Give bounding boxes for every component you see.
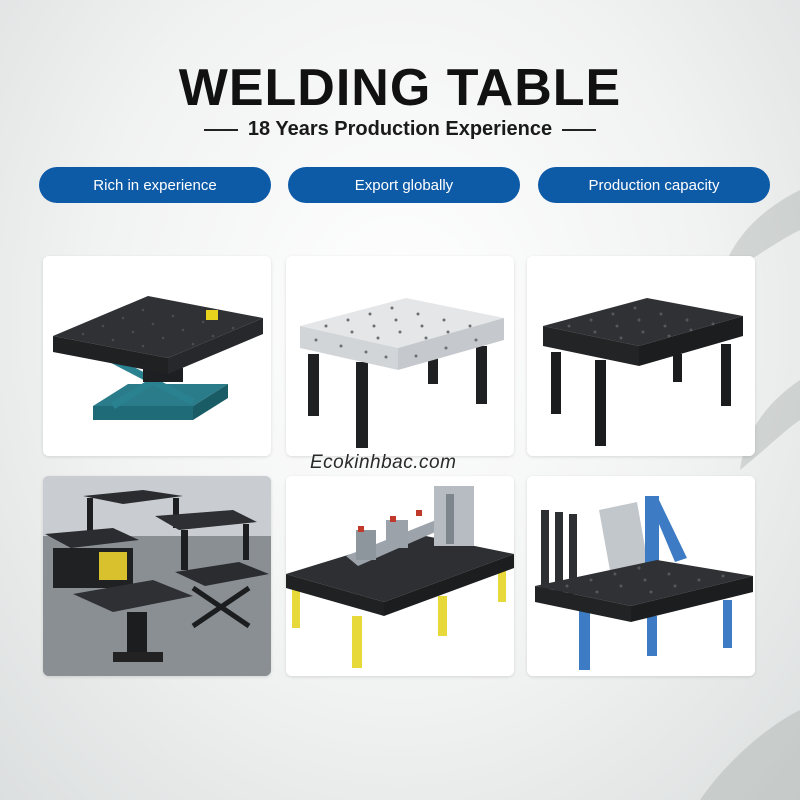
background-leaf-decoration: [700, 190, 800, 800]
subtitle-row: 18 Years Production Experience: [0, 118, 800, 141]
watermark-text: Ecokinhbac.com: [310, 452, 457, 473]
feature-pill-capacity: Production capacity: [538, 167, 770, 203]
subtitle-rule-left: [203, 128, 238, 131]
black-table-image: [527, 256, 755, 456]
subtitle-text: 18 Years Production Experience: [247, 118, 553, 140]
fixture-table-image: [286, 476, 514, 676]
page-title: WELDING TABLE: [178, 59, 622, 117]
white-table-image: [286, 256, 514, 456]
subtitle-rule-right: [562, 128, 597, 131]
lift-table-image: [43, 256, 271, 456]
blue-leg-table-image: [527, 476, 755, 676]
feature-pill-experience: Rich in experience: [39, 167, 271, 203]
feature-pill-export: Export globally: [288, 167, 520, 203]
workshop-image: [43, 476, 271, 676]
